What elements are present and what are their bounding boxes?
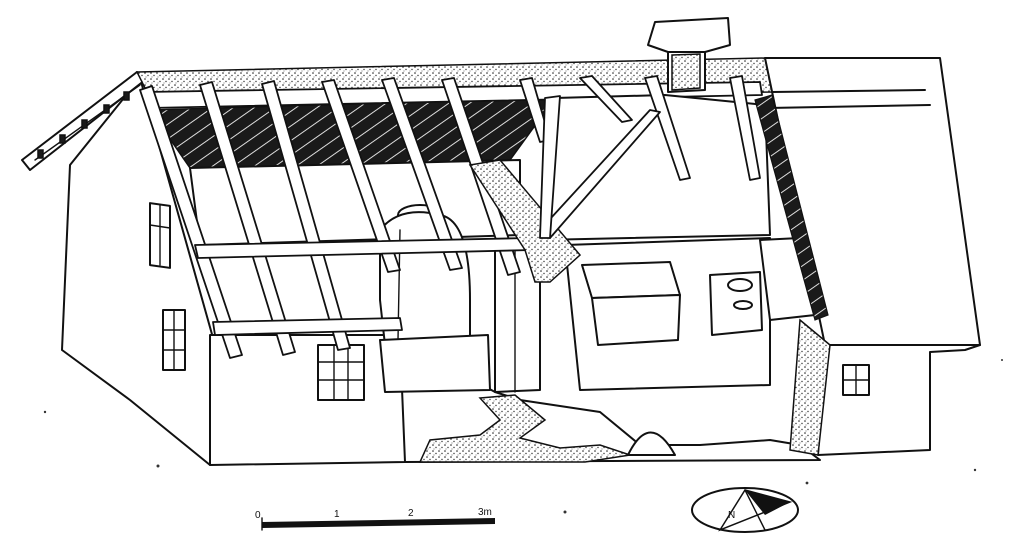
- front-wall: [209, 334, 821, 466]
- rafters: [139, 75, 761, 359]
- front-window: [317, 344, 365, 401]
- rafter: [199, 81, 296, 356]
- annex-window: [842, 364, 870, 396]
- storage-chest: [581, 261, 681, 346]
- right-annex: [754, 57, 981, 456]
- hearth: [709, 271, 763, 336]
- doorway: [627, 431, 676, 456]
- rafter: [321, 79, 401, 273]
- scale-bar: 0 1 2 3m: [255, 507, 495, 531]
- strut: [539, 95, 561, 239]
- rafter: [579, 75, 633, 123]
- ridge-beam: [468, 159, 582, 283]
- upper-gable-window: [149, 202, 171, 269]
- left-wall-window: [162, 309, 186, 371]
- rafter: [644, 75, 691, 181]
- paper-speckles: [43, 359, 1003, 514]
- rafter: [139, 85, 243, 359]
- rafter: [729, 75, 761, 181]
- rafter: [381, 77, 463, 271]
- scale-tick-2: 2: [408, 508, 414, 519]
- wall-plate: [212, 317, 403, 336]
- scale-tick-1: 1: [334, 509, 340, 520]
- right-room: [564, 237, 816, 391]
- chimney: [647, 17, 731, 93]
- left-end-wall: [21, 71, 216, 466]
- scale-tick-3m: 3m: [478, 507, 492, 518]
- scale-tick-0: 0: [255, 510, 261, 521]
- eave-rafter-ends: [37, 91, 130, 159]
- rafter: [261, 80, 351, 351]
- north-arrow: N: [691, 487, 799, 533]
- north-arrow-label: N: [728, 510, 735, 521]
